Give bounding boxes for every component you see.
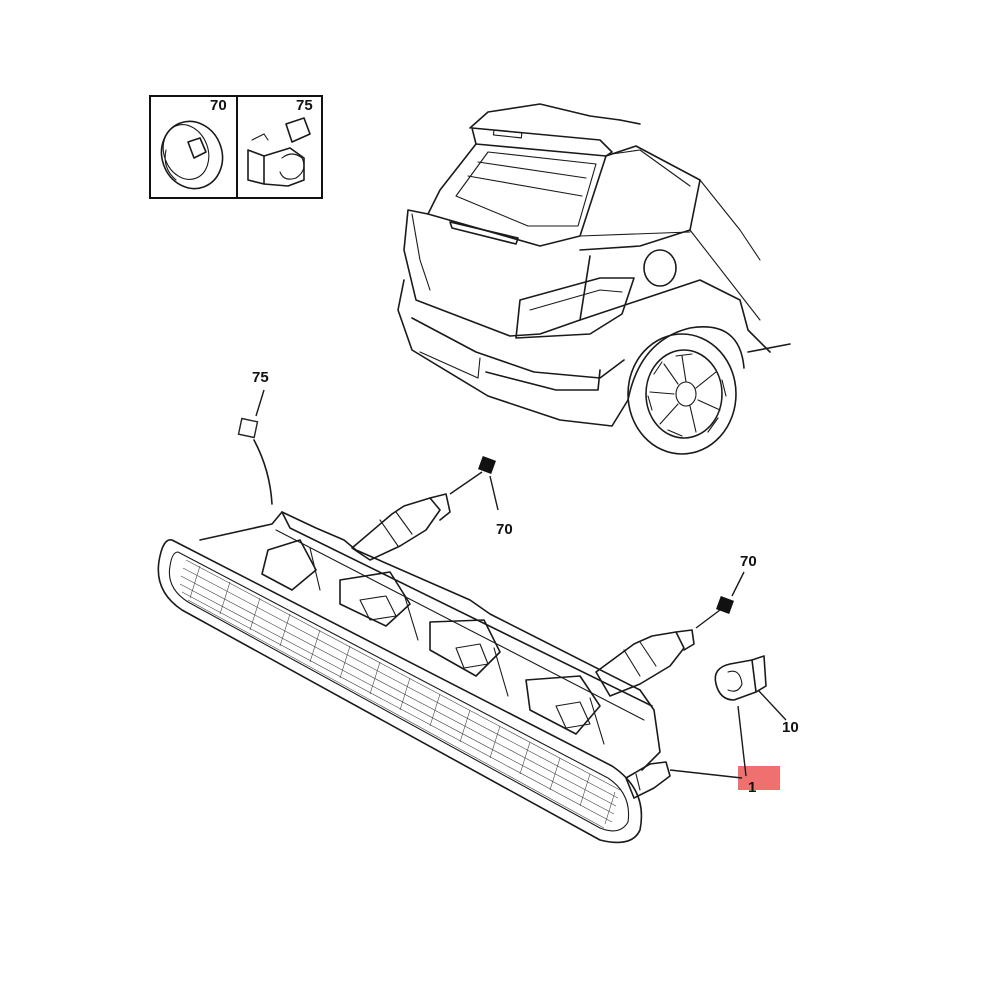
brake-light-assembly <box>157 493 695 844</box>
inset-label-75: 75 <box>296 97 313 114</box>
callout-10: 10 <box>757 689 799 736</box>
inset-box: 70 75 <box>149 95 323 199</box>
connector-clip-icon <box>247 117 311 187</box>
inset-label-70: 70 <box>210 97 227 114</box>
bulb-holder-lower <box>595 629 695 697</box>
grommet-icon <box>160 120 224 190</box>
callout-1-label: 1 <box>748 779 756 796</box>
callout-1: 1 <box>669 705 780 796</box>
bulb-holder-upper <box>351 493 451 561</box>
callout-75: 75 <box>237 369 273 505</box>
wheel <box>627 333 737 455</box>
callout-70-upper-label: 70 <box>496 521 513 538</box>
callout-10-label: 10 <box>782 719 799 736</box>
callout-70-upper: 70 <box>449 456 513 538</box>
highlight-marker <box>738 766 780 790</box>
bulb-icon <box>714 655 767 701</box>
connector-end <box>625 761 671 799</box>
callout-75-label: 75 <box>252 369 269 386</box>
callout-70-lower-label: 70 <box>740 553 757 570</box>
callout-70-lower: 70 <box>695 553 757 629</box>
lens-grid <box>179 559 621 829</box>
reflector-cups <box>261 539 605 745</box>
car-illustration <box>397 103 791 455</box>
